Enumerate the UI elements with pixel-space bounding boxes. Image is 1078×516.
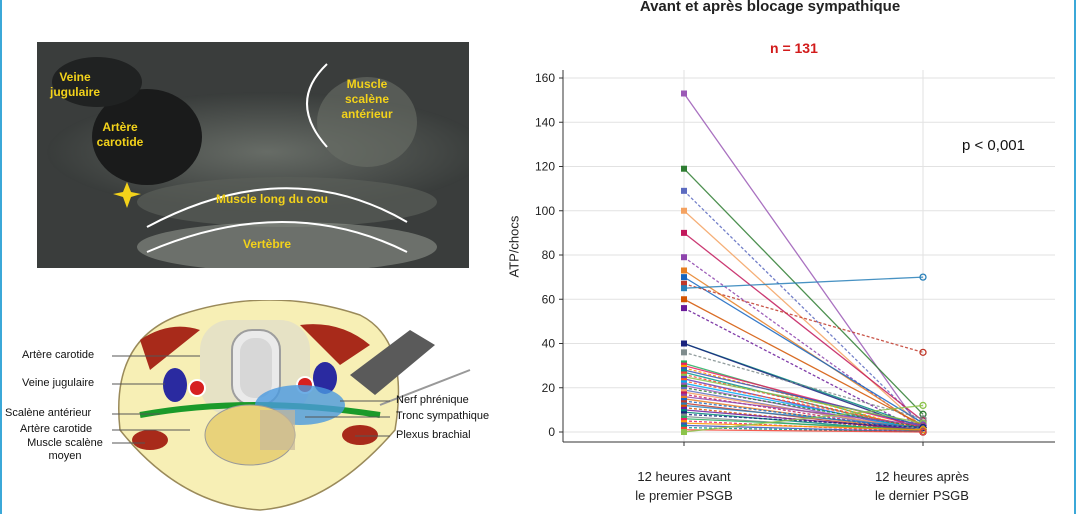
y-tick-label: 140 — [535, 115, 555, 129]
data-point-before — [681, 254, 687, 261]
anat-label-jugular: Veine jugulaire — [22, 377, 95, 389]
y-tick-label: 0 — [548, 425, 555, 439]
jugular-left — [163, 368, 187, 402]
series-line — [683, 402, 924, 433]
anat-label-brachial: Plexus brachial — [396, 429, 471, 441]
series-line — [683, 373, 924, 431]
y-tick-label: 80 — [542, 248, 556, 262]
x-category-after-line1: 12 heures après — [875, 469, 969, 484]
data-point-before — [681, 280, 687, 287]
ultrasound-image: Veine jugulaire Artère carotide Muscle s… — [37, 42, 469, 268]
data-point-before — [681, 229, 687, 236]
y-tick-label: 120 — [535, 160, 555, 174]
series-line — [683, 429, 924, 433]
data-point-before — [681, 349, 687, 356]
anat-label-carotid-2: Artère carotide — [20, 423, 93, 435]
anat-label-scalene-mid: Muscle scalène moyen — [27, 437, 103, 462]
series-line — [683, 369, 924, 426]
y-tick-label: 160 — [535, 71, 555, 85]
x-category-before-line1: 12 heures avant — [637, 469, 731, 484]
anat-label-scalene-ant: Scalène antérieur — [5, 407, 92, 419]
data-point-before — [681, 274, 687, 281]
data-point-before — [681, 207, 687, 214]
data-point-before — [681, 267, 687, 274]
jugular-right — [313, 362, 337, 394]
muscle-right — [300, 324, 370, 365]
transverse-process — [260, 410, 295, 450]
y-tick-label: 20 — [542, 381, 556, 395]
series-line — [683, 190, 924, 426]
ultrasound-texture — [37, 42, 469, 268]
series-line — [683, 283, 924, 353]
series-line — [683, 210, 924, 429]
anat-label-carotid-1: Artère carotide — [22, 349, 95, 361]
series-line — [683, 395, 924, 427]
series-line — [683, 276, 924, 289]
y-tick-label: 40 — [542, 337, 556, 351]
series-line — [683, 393, 924, 433]
vertebra-outline — [146, 221, 408, 253]
anat-label-phrenic: Nerf phrénique — [396, 394, 469, 406]
star-marker-icon — [113, 182, 141, 208]
p-value: p < 0,001 — [962, 137, 1025, 154]
x-category-after: 12 heures après le dernier PSGB — [842, 467, 1002, 505]
series-line — [683, 424, 924, 433]
series-line — [683, 418, 924, 431]
us-label-jugular: Veine jugulaire — [49, 70, 100, 99]
needle-icon — [379, 369, 471, 406]
series-line — [683, 168, 924, 415]
sample-size: n = 131 — [770, 40, 818, 56]
y-tick-label: 100 — [535, 204, 555, 218]
data-point-before — [681, 285, 687, 292]
data-point-after — [919, 426, 927, 434]
anatomy-diagram — [112, 300, 471, 511]
series-line — [683, 276, 924, 424]
us-label-vertebra: Vertèbre — [242, 237, 292, 251]
scalene-outline — [306, 63, 328, 148]
carotid-left — [188, 379, 206, 397]
series-line — [683, 409, 924, 431]
us-label-carotid: Artère carotide — [96, 120, 144, 149]
data-point-after — [919, 401, 927, 410]
y-tick-label: 60 — [542, 292, 556, 306]
data-point-before — [681, 90, 687, 97]
data-point-before — [681, 165, 687, 172]
series-line — [683, 380, 924, 429]
scalene-left — [132, 430, 168, 450]
x-category-after-line2: le dernier PSGB — [875, 488, 969, 503]
x-category-before-line2: le premier PSGB — [635, 488, 733, 503]
us-label-scalene: Muscle scalène antérieur — [341, 77, 393, 121]
data-point-before — [681, 340, 687, 347]
series-line — [683, 93, 924, 433]
chart-title: Avant et après blocage sympathique — [639, 0, 901, 15]
scalene-right — [342, 425, 378, 445]
series-line — [683, 382, 924, 431]
series-line — [683, 364, 924, 429]
data-point-after — [919, 273, 927, 281]
data-point-after — [919, 423, 927, 432]
data-point-after — [919, 348, 927, 357]
muscle-outline — [146, 187, 408, 228]
series-line — [683, 351, 924, 420]
x-category-before: 12 heures avant le premier PSGB — [604, 467, 764, 505]
data-point-before — [681, 296, 687, 303]
series-line — [683, 232, 924, 422]
series-line — [683, 376, 924, 424]
muscle-left — [140, 326, 200, 370]
anat-label-sympathetic: Tronc sympathique — [396, 410, 490, 422]
series-line — [683, 404, 924, 433]
series-line — [683, 404, 924, 429]
data-point-before — [681, 429, 687, 435]
data-point-before — [681, 187, 687, 194]
series-line — [683, 400, 924, 431]
series-line — [683, 298, 924, 426]
us-label-longus: Muscle long du cou — [215, 192, 328, 206]
data-point-before — [681, 305, 687, 312]
data-point-after — [919, 428, 927, 436]
series-line — [683, 269, 924, 429]
series-line — [683, 422, 924, 431]
ultrasound-probe-icon — [350, 330, 435, 395]
